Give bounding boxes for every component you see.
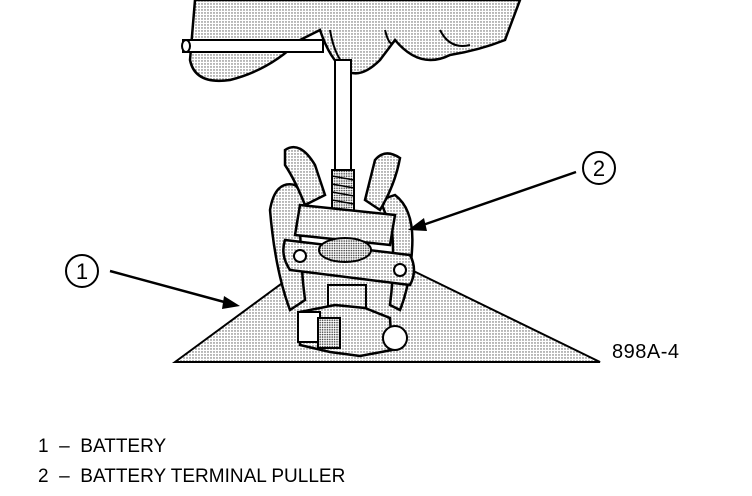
figure-id: 898A-4: [612, 341, 680, 363]
legend-label: BATTERY: [80, 436, 167, 457]
puller-screw: [331, 59, 355, 231]
legend-label: BATTERY TERMINAL PULLER: [80, 466, 346, 487]
legend-item: 1 – BATTERY: [38, 432, 345, 462]
callout-1: 1: [65, 254, 240, 309]
legend-item: 2 – BATTERY TERMINAL PULLER: [38, 462, 345, 492]
legend-number: 1: [38, 436, 49, 457]
legend: 1 – BATTERY 2 – BATTERY TERMINAL PULLER: [38, 432, 345, 492]
legend-number: 2: [38, 466, 49, 487]
callout-1-number: 1: [76, 259, 88, 284]
illustration: 1 2: [65, 0, 616, 363]
callout-2-number: 2: [593, 156, 605, 181]
terminal-puller: [268, 145, 416, 358]
legend-separator: –: [59, 466, 70, 487]
callout-2: 2: [408, 151, 616, 231]
legend-separator: –: [59, 436, 70, 457]
